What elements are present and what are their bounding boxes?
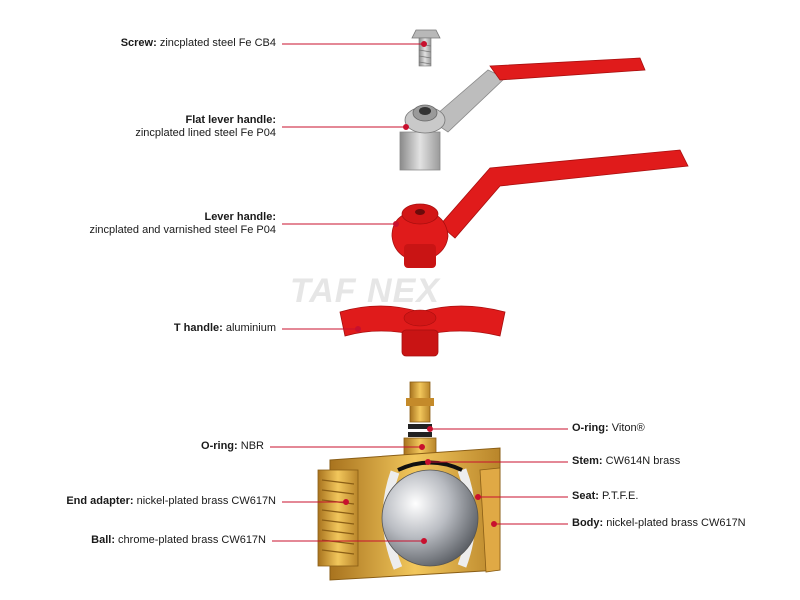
label-flat-lever-name: Flat lever handle: (185, 114, 276, 126)
label-seat-name: Seat: (572, 490, 599, 502)
label-lever-name: Lever handle: (204, 211, 276, 223)
lever-handle-part (391, 149, 689, 268)
label-stem-name: Stem: (572, 455, 603, 467)
screw-part (411, 29, 441, 67)
label-seat-desc: P.T.F.E. (601, 490, 639, 502)
label-body-desc: nickel-plated brass CW617N (606, 517, 746, 529)
label-end-adapter: End adapter: nickel-plated brass CW617N (66, 495, 276, 508)
label-ball-desc: chrome-plated brass CW617N (118, 534, 266, 546)
label-lever-desc: zincplated and varnished steel Fe P04 (89, 224, 276, 236)
label-oring-viton: O-ring: Viton® (572, 422, 645, 435)
label-stem-desc: CW614N brass (605, 455, 681, 467)
label-body: Body: nickel-plated brass CW617N (572, 517, 746, 530)
label-t-handle-desc: aluminium (225, 322, 276, 334)
watermark-logo: TAF NEX (290, 272, 440, 310)
label-lever: Lever handle: zincplated and varnished s… (89, 211, 276, 237)
label-stem: Stem: CW614N brass (572, 455, 680, 468)
label-end-adapter-name: End adapter: (66, 495, 134, 507)
label-body-name: Body: (572, 517, 604, 529)
label-oring-viton-desc: Viton® (611, 422, 645, 434)
leader-lines (270, 41, 568, 544)
label-t-handle: T handle: aluminium (174, 322, 276, 335)
label-ball-name: Ball: (91, 534, 115, 546)
label-oring-nbr: O-ring: NBR (201, 440, 264, 453)
label-ball: Ball: chrome-plated brass CW617N (91, 534, 266, 547)
label-seat: Seat: P.T.F.E. (572, 490, 638, 503)
label-screw-desc: zincplated steel Fe CB4 (159, 37, 276, 49)
valve-body-part (317, 381, 501, 581)
label-t-handle-name: T handle: (173, 322, 223, 334)
label-oring-nbr-desc: NBR (240, 440, 264, 452)
flat-lever-handle-part (399, 57, 646, 171)
label-screw-name: Screw: (120, 37, 157, 49)
label-flat-lever-desc: zincplated lined steel Fe P04 (135, 127, 276, 139)
label-oring-nbr-name: O-ring: (201, 440, 238, 452)
label-flat-lever: Flat lever handle: zincplated lined stee… (135, 114, 276, 140)
label-oring-viton-name: O-ring: (572, 422, 609, 434)
label-end-adapter-desc: nickel-plated brass CW617N (136, 495, 276, 507)
t-handle-part (339, 305, 506, 357)
label-screw: Screw: zincplated steel Fe CB4 (121, 37, 276, 50)
